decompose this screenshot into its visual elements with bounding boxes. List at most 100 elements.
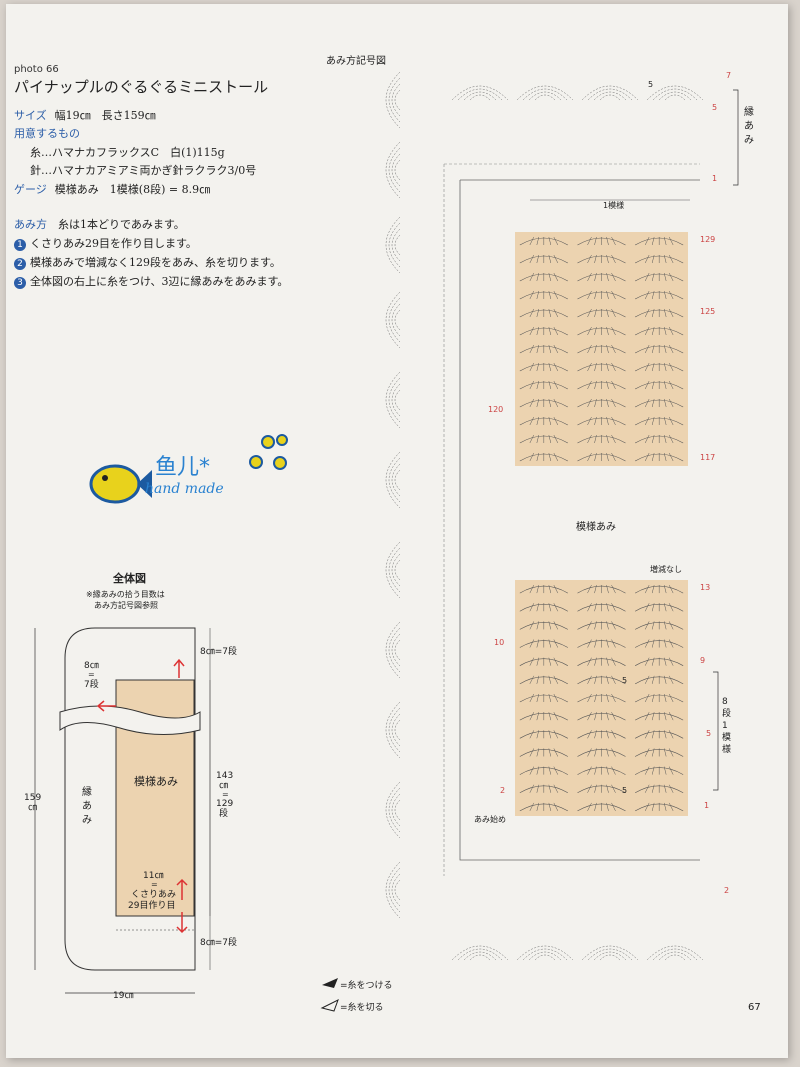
stitch-mark (536, 272, 540, 282)
stitch-mark (553, 308, 559, 318)
stitch-mark (553, 712, 559, 721)
edge-scallop (391, 873, 401, 907)
stitch-mark (529, 308, 535, 318)
stitch-mark (536, 416, 540, 426)
stitch-mark (644, 254, 650, 264)
stitch-mark (651, 290, 655, 300)
stitch-mark (548, 272, 552, 282)
stitch-mark (668, 326, 674, 336)
stitch-mark (587, 236, 592, 246)
stitch-mark (606, 290, 609, 300)
stitch-mark (536, 657, 540, 666)
stitch-mark (663, 416, 667, 426)
stitch-mark (644, 362, 650, 372)
stitch-mark (594, 254, 597, 264)
stitch-mark (668, 603, 674, 612)
stitch-mark (529, 584, 535, 594)
edge-scallop (391, 633, 401, 667)
stitch-mark (553, 236, 559, 246)
stitch-mark (553, 621, 559, 630)
stitch-mark (644, 584, 650, 594)
edge-label: 縁 (744, 105, 754, 118)
stitch-mark (587, 326, 592, 336)
direction-arrow-icon (176, 878, 188, 900)
stitch-mark (587, 416, 592, 426)
stitch-mark (644, 712, 650, 721)
spec-value: 模様あみ 1模様(8段) = 8.9㎝ (54, 183, 211, 196)
stitch-mark (529, 272, 535, 282)
stitch-mark (663, 639, 667, 648)
stitch-mark (553, 290, 559, 300)
stitch-mark (651, 802, 655, 811)
stitch-mark (594, 398, 597, 408)
edge-scallop (522, 88, 568, 101)
edge-scallop (394, 799, 401, 821)
stitch-mark (644, 308, 650, 318)
stitch-mark (594, 308, 597, 318)
stitch-mark (606, 784, 609, 793)
edge-scallop (593, 951, 627, 961)
stitch-mark (606, 236, 609, 246)
stitch-mark (536, 766, 540, 775)
edge-scallop (394, 719, 401, 741)
stitch-mark (611, 308, 616, 318)
stitch-mark (587, 639, 592, 648)
edge-label: み (82, 815, 92, 826)
stitch-mark (587, 380, 592, 390)
stitch-mark (611, 657, 616, 666)
stitch-mark (668, 290, 674, 300)
stitch-mark (594, 657, 597, 666)
stitch-mark (644, 802, 650, 812)
stitch-mark (587, 584, 592, 594)
step-text: 全体図の右上に糸をつけ、3辺に縁あみをあみます。 (30, 275, 289, 288)
stitch-mark (606, 380, 609, 390)
pattern-label: 模様あみ (576, 520, 616, 533)
stitch-mark (553, 693, 559, 703)
edge-scallop (522, 948, 568, 961)
step-number: 1 (14, 239, 26, 251)
edge-scallop (391, 383, 401, 417)
stitch-mark (668, 621, 674, 630)
stitch-mark (644, 416, 650, 426)
stitch-mark (606, 254, 609, 264)
stitch-mark (651, 712, 655, 721)
edge-scallop (394, 639, 401, 661)
edge-scallop (388, 297, 401, 343)
stitch-mark (668, 344, 674, 354)
stitch-mark (553, 344, 559, 354)
stitch-mark (651, 621, 655, 630)
row-number: 1 (704, 801, 709, 810)
edge-scallop (451, 945, 509, 961)
stitch-mark (548, 712, 552, 721)
edge-scallop (394, 234, 401, 256)
stitch-mark (548, 748, 552, 757)
stitch-mark (611, 272, 616, 282)
edge-scallop (394, 159, 401, 181)
step-number: 2 (14, 258, 26, 270)
edge-scallop (646, 945, 704, 961)
stitch-mark (594, 272, 597, 282)
stitch-mark (651, 416, 655, 426)
edge-scallop (385, 861, 401, 919)
stitch-mark (594, 784, 597, 793)
stitch-mark (651, 639, 655, 648)
edge-scallop (463, 91, 497, 101)
stitch-mark (611, 326, 616, 336)
step-text: くさりあみ29目を作り目します。 (30, 237, 197, 250)
stitch-mark (587, 657, 592, 666)
stitch-mark (668, 639, 674, 648)
spec-materials: 用意するもの (14, 125, 88, 141)
edge-scallop (463, 951, 497, 961)
method-intro-text: 糸は1本どりであみます。 (58, 218, 185, 231)
stitch-mark (529, 657, 535, 666)
spec-gauge: ゲージ模様あみ 1模様(8段) = 8.9㎝ (14, 181, 210, 197)
stitch-mark (663, 398, 667, 408)
stitch-mark (651, 730, 655, 739)
legend-attach: =糸をつける (340, 979, 393, 991)
edge-scallop (469, 94, 491, 101)
stitch-mark (611, 452, 616, 462)
stitch-mark (536, 675, 540, 684)
edge-scallop (646, 85, 704, 101)
stitch-mark (644, 639, 650, 648)
